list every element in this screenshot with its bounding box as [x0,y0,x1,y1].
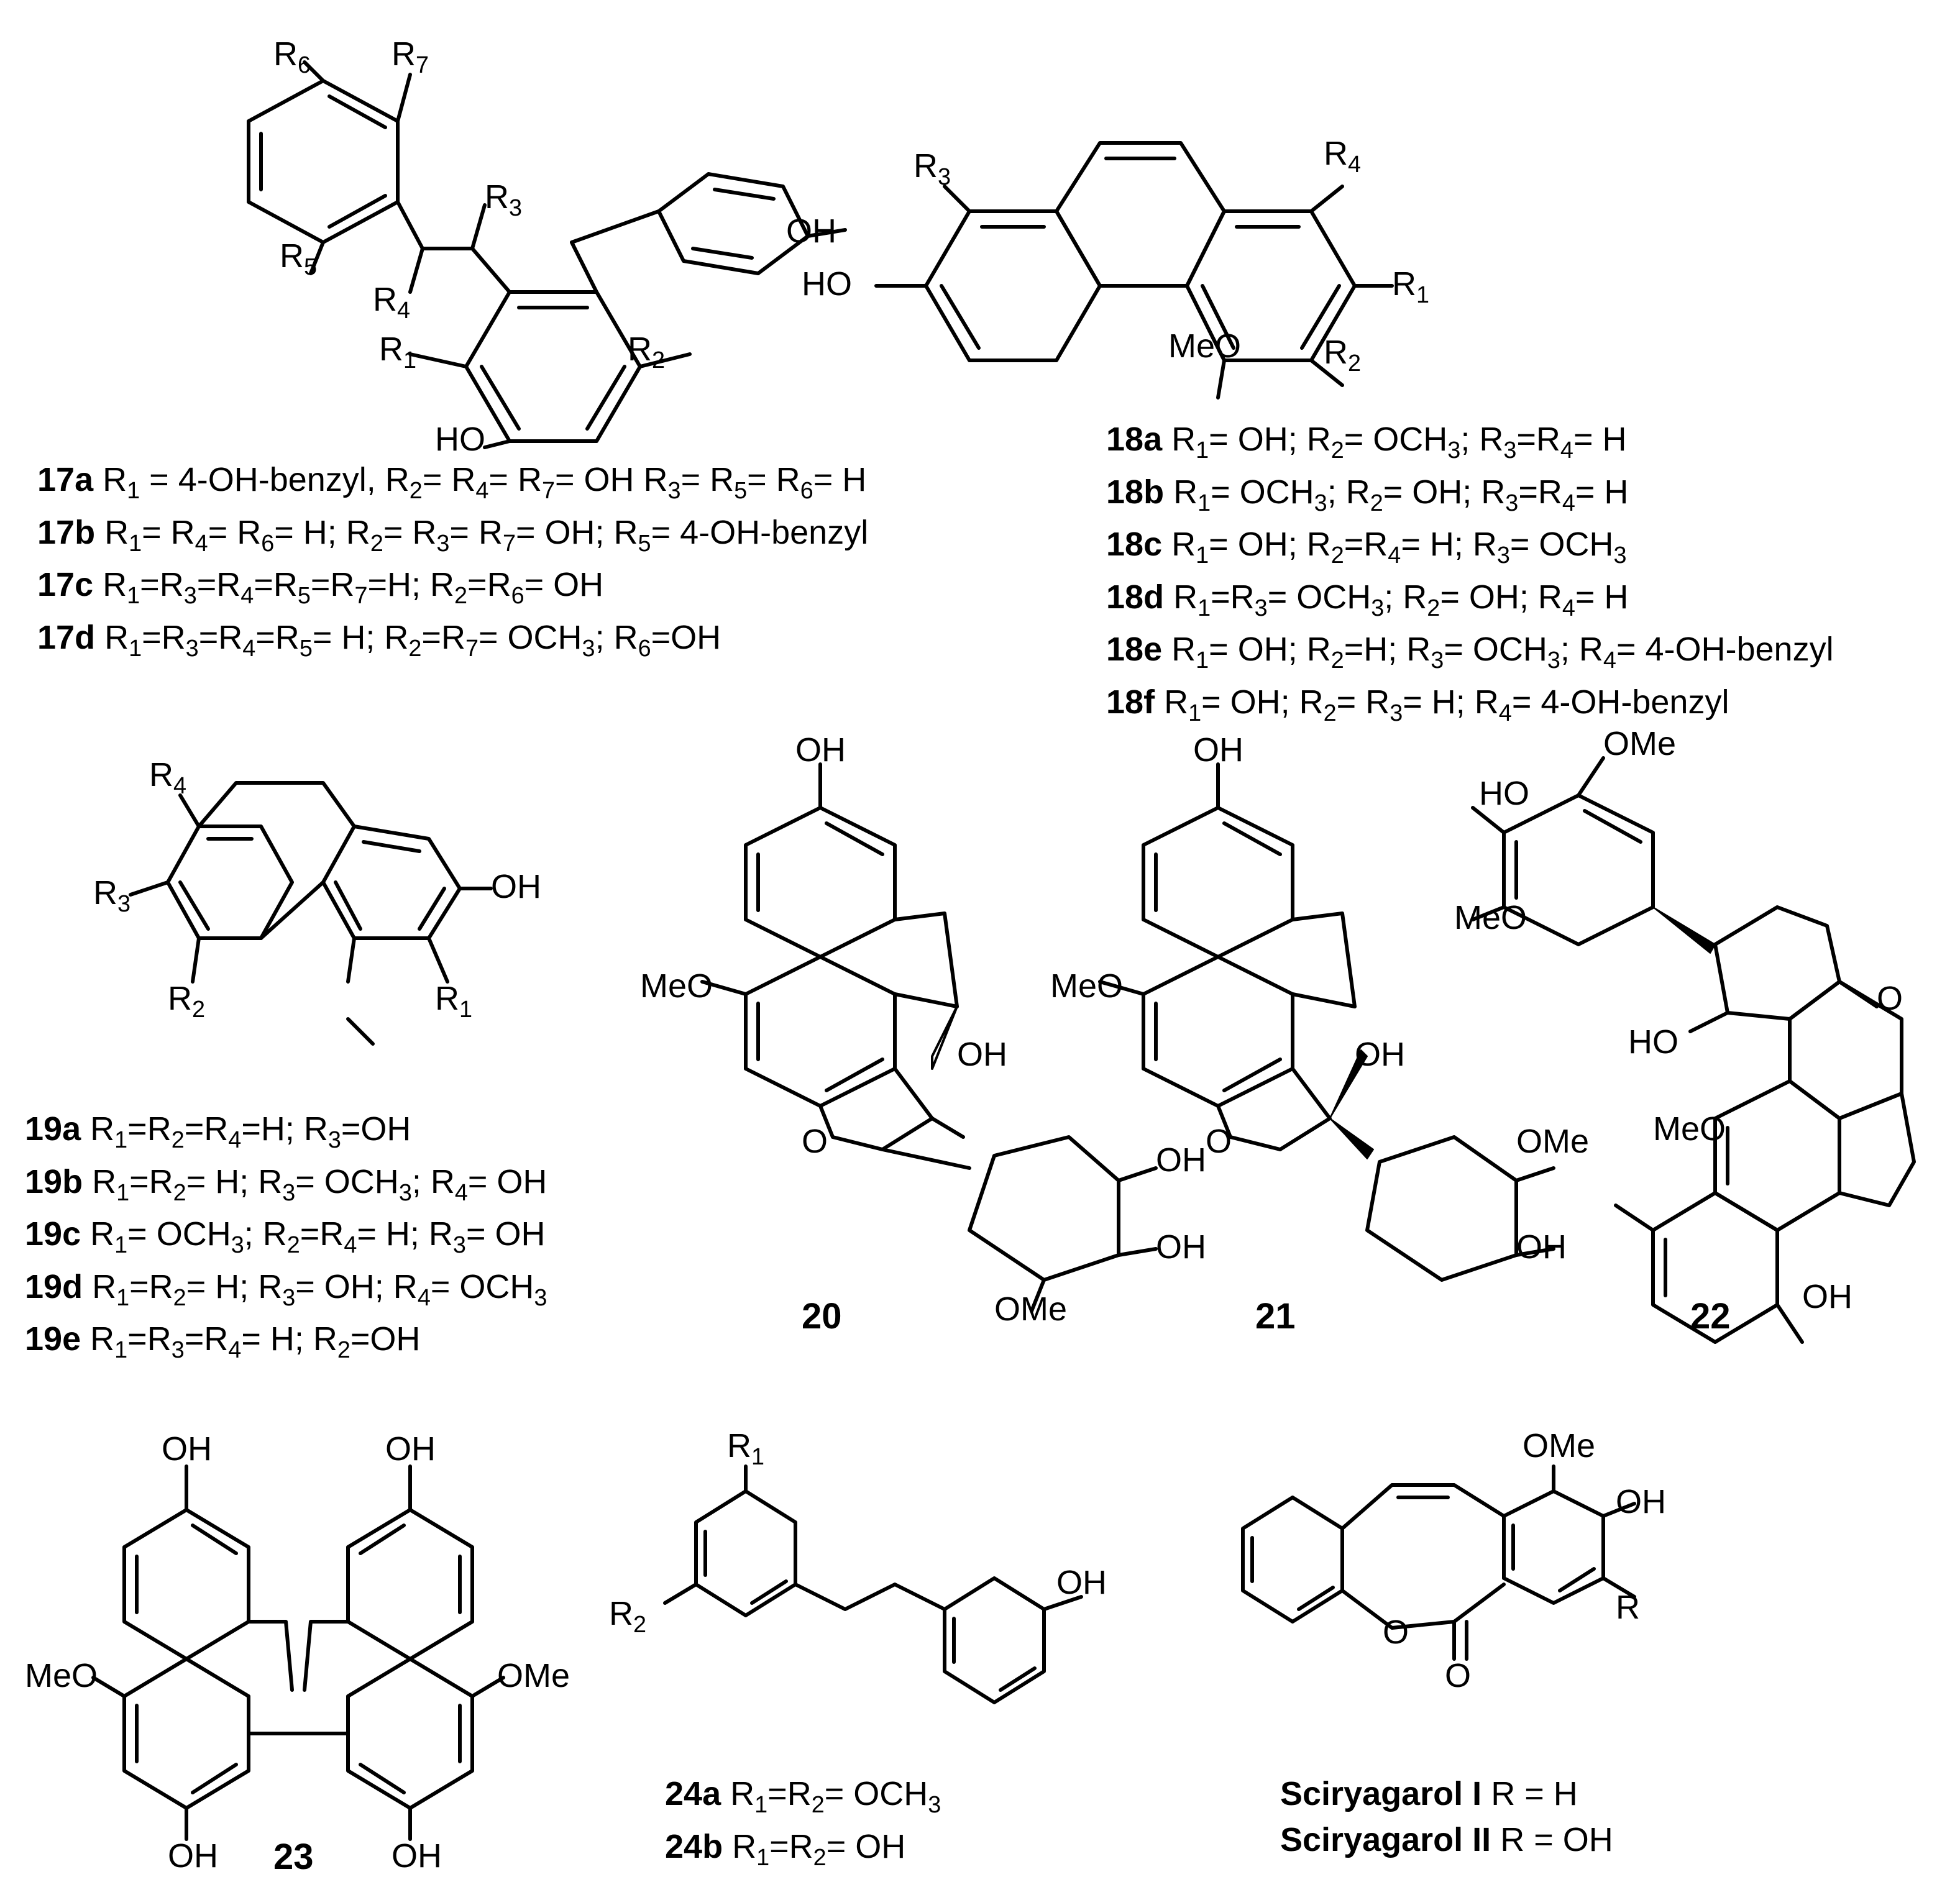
label-ho: HO [435,421,485,458]
label-r: R [1616,1589,1640,1626]
label-oh: OH [1156,1141,1206,1179]
structure-24 [663,1464,1083,1704]
label-r3: R3 [485,178,523,221]
label-ome: OMe [1516,1123,1590,1160]
label-oh: OH [1516,1228,1567,1266]
caption-row: 18a R1= OH; R2= OCH3; R3=R4= H [1106,421,1627,464]
label-r1: R1 [379,331,417,373]
label-r2: R2 [628,331,666,373]
label-meo: MeO [640,967,713,1005]
label-ho: HO [1628,1023,1678,1061]
compound-number-20: 20 [802,1296,842,1336]
caption-row: 18d R1=R3= OCH3; R2= OH; R4= H [1106,578,1629,621]
label-ome: OMe [1603,725,1677,762]
label-oh: OH [1616,1483,1666,1520]
label-oh: OH [162,1430,212,1468]
caption-row: 18e R1= OH; R2=H; R3= OCH3; R4= 4-OH-ben… [1106,631,1834,674]
label-oh: OH [491,868,541,905]
caption-row: 19e R1=R3=R4= H; R2=OH [25,1320,421,1364]
structure-17 [247,60,847,449]
label-oh: OH [385,1430,436,1468]
label-oh: OH [1056,1564,1107,1601]
label-oh: OH [168,1837,218,1875]
structure-21 [1098,762,1555,1282]
structure-22 [1471,756,1916,1344]
label-r5: R5 [280,237,318,280]
label-meo: MeO [1050,967,1124,1005]
label-ho: HO [802,265,852,303]
structure-23 [91,1464,505,1841]
label-r3: R3 [914,147,951,190]
label-ome: OMe [1523,1427,1596,1464]
label-meo: MeO [1653,1110,1726,1148]
label-r1: R1 [435,980,473,1023]
label-r4: R4 [373,281,411,324]
label-meo: MeO [1168,327,1242,365]
captions-19: 19a R1=R2=R4=H; R3=OH 19b R1=R2= H; R3= … [25,1112,547,1375]
label-r4: R4 [1324,135,1362,178]
structure-18 [874,141,1394,400]
label-ome: OMe [497,1657,570,1694]
structure-19 [129,781,493,1046]
caption-row: 24a R1=R2= OCH3 [665,1775,941,1818]
label-meo: MeO [1454,899,1527,936]
label-r2: R2 [609,1595,647,1638]
caption-row: 17c R1=R3=R4=R5=R7=H; R2=R6= OH [37,566,604,609]
compound-number-21: 21 [1255,1296,1296,1336]
caption-row: 17a R1 = 4-OH-benzyl, R2= R4= R7= OH R3=… [37,461,867,504]
label-r6: R6 [273,35,311,78]
caption-row: 19d R1=R2= H; R3= OH; R4= OCH3 [25,1268,547,1311]
label-r2: R2 [1324,334,1362,377]
caption-row: 19a R1=R2=R4=H; R3=OH [25,1110,411,1153]
label-oh: OH [786,212,836,250]
label-o: O [802,1123,828,1160]
label-oh: OH [795,731,846,769]
captions-sciryagarol: Sciryagarol I R = H Sciryagarol II R = O… [1280,1777,1613,1869]
label-ho: HO [1479,775,1529,812]
label-r1: R1 [727,1427,765,1470]
captions-24: 24a R1=R2= OCH3 24b R1=R2= OH [665,1777,941,1882]
label-r1: R1 [1392,265,1430,308]
compound-number-22: 22 [1690,1296,1731,1336]
caption-row: 18c R1= OH; R2=R4= H; R3= OCH3 [1106,526,1627,569]
caption-row: 19b R1=R2= H; R3= OCH3; R4= OH [25,1163,547,1206]
label-oh: OH [1802,1278,1852,1315]
caption-row: 19c R1= OCH3; R2=R4= H; R3= OH [25,1215,546,1258]
compound-number-23: 23 [273,1837,314,1877]
structure-sciryagarol [1241,1464,1636,1661]
label-o: O [1206,1123,1232,1160]
label-r7: R7 [392,35,429,78]
caption-row: 17d R1=R3=R4=R5= H; R2=R7= OCH3; R6=OH [37,618,721,662]
label-meo: MeO [25,1657,98,1694]
label-oh: OH [1355,1036,1405,1073]
label-r2: R2 [168,980,206,1023]
label-r4: R4 [149,756,187,799]
label-o: O [1877,980,1903,1017]
caption-row: 18f R1= OH; R2= R3= H; R4= 4-OH-benzyl [1106,683,1729,726]
label-o: O [1445,1657,1472,1694]
label-oh: OH [1156,1228,1206,1266]
caption-row: Sciryagarol I R = H [1280,1775,1578,1812]
structure-20 [700,762,1158,1313]
label-o: O [1383,1614,1409,1651]
caption-row: 17b R1= R4= R6= H; R2= R3= R7= OH; R5= 4… [37,513,869,557]
label-oh: OH [1193,731,1243,769]
caption-row: 18b R1= OCH3; R2= OH; R3=R4= H [1106,473,1629,516]
caption-row: Sciryagarol II R = OH [1280,1821,1613,1858]
captions-18: 18a R1= OH; R2= OCH3; R3=R4= H 18b R1= O… [1106,423,1834,738]
captions-17: 17a R1 = 4-OH-benzyl, R2= R4= R7= OH R3=… [37,463,868,673]
label-oh: OH [957,1036,1007,1073]
label-r3: R3 [93,874,131,917]
caption-row: 24b R1=R2= OH [665,1827,906,1871]
label-ome: OMe [994,1290,1068,1328]
label-oh: OH [392,1837,442,1875]
